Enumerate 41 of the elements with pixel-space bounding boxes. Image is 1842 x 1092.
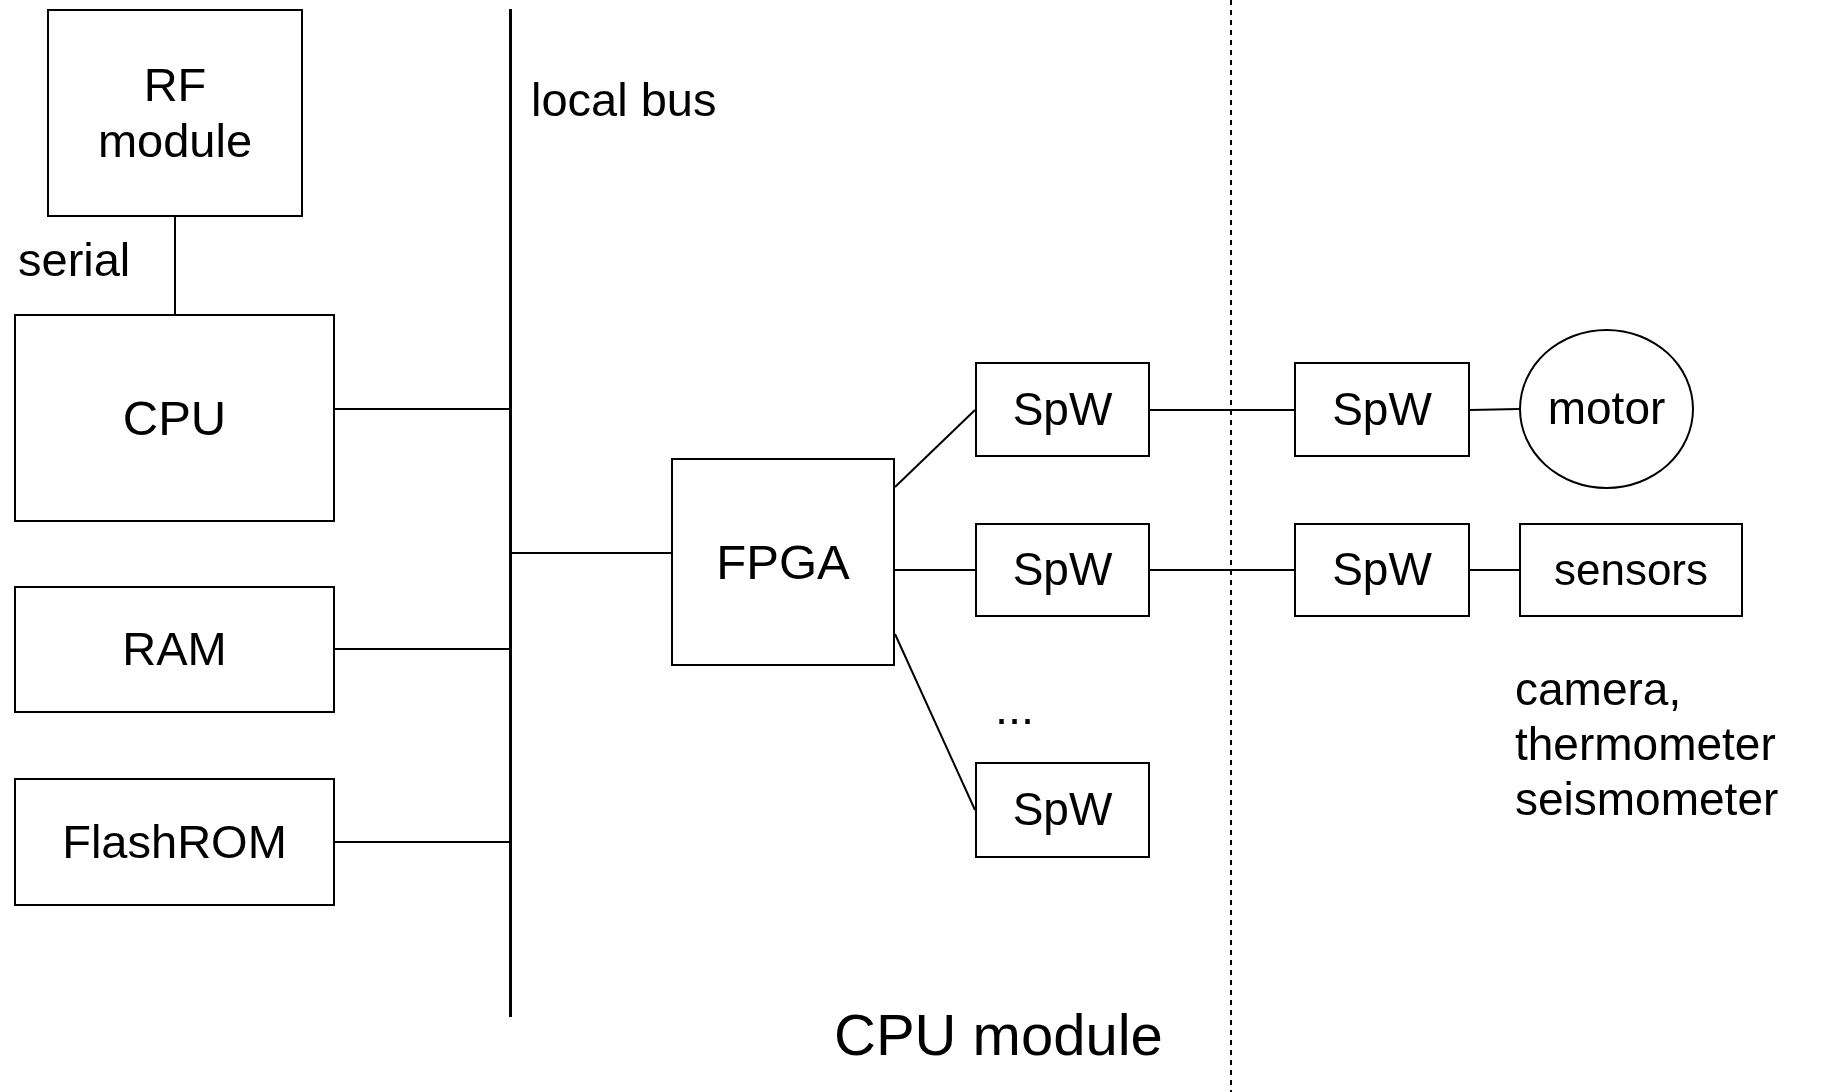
node-label: SpW [1011,782,1114,838]
connector-line [1149,569,1295,571]
node-label: FPGA [715,533,851,591]
connector-line [894,569,976,571]
connector-line [1149,409,1295,411]
node-label: sensors [1552,543,1710,596]
component-box [975,362,1150,457]
node-label: RF module [96,56,254,169]
bus-line [509,9,512,1017]
component-box [1519,523,1743,617]
component-box [1294,523,1470,617]
component-box [14,314,335,522]
connector-line [174,216,176,315]
node-label: SpW [1331,542,1433,598]
node-label: RAM [121,621,228,678]
connector-line [334,648,510,650]
component-box [671,458,895,666]
bus-label: local bus [531,72,717,128]
connector-line [334,841,510,843]
connector-line [334,408,510,410]
component-box [14,586,335,713]
component-box [47,9,303,217]
connector-line [894,633,976,811]
component-box [14,778,335,906]
edge-label: serial [18,232,131,288]
connector-line [1469,408,1520,411]
node-label: FlashROM [61,813,288,870]
text-label: CPU module [834,1001,1164,1069]
component-box [1294,362,1470,457]
node-label: CPU [121,389,228,447]
text-label: ... [995,680,1036,736]
component-box [975,762,1150,858]
connector-line [511,552,672,554]
node-label: SpW [1011,542,1114,598]
component-box [975,523,1150,617]
node-label: SpW [1011,381,1114,437]
connector-line [1469,569,1520,571]
node-label: SpW [1331,381,1433,437]
text-label: camera, thermometer seismometer [1515,662,1780,828]
connector-line [894,409,976,488]
node-label: motor [1546,381,1667,437]
